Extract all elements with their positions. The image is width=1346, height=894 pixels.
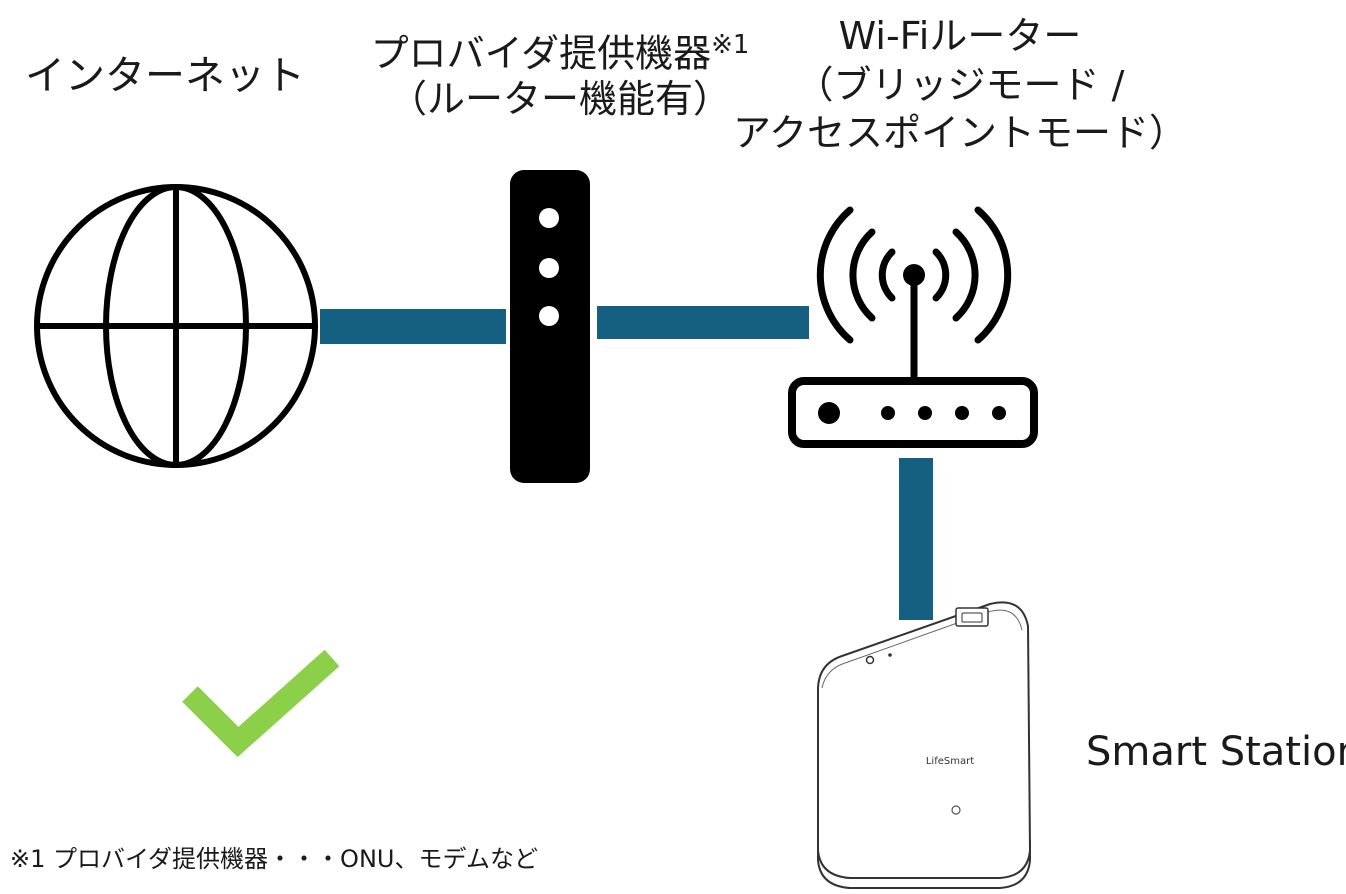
modem-icon [510, 170, 590, 483]
provider-device-label: プロバイダ提供機器※1 （ルーター機能有） [350, 30, 770, 123]
footnote: ※1 プロバイダ提供機器・・・ONU、モデムなど [10, 845, 538, 873]
smart-station-label: Smart Station [1086, 729, 1346, 775]
wifi-router-label: Wi-Fiルーター （ブリッジモード / アクセスポイントモード） [720, 12, 1200, 158]
footnote-mark: ※1 [711, 30, 750, 60]
check-icon [182, 649, 340, 758]
provider-label-line1: プロバイダ提供機器※1 [370, 30, 750, 76]
smart-station-device: LifeSmart [817, 601, 1032, 889]
connection-provider-router [597, 306, 809, 339]
device-brand-label: LifeSmart [926, 756, 974, 767]
connection-router-station [899, 458, 933, 620]
wifi-label-line3: アクセスポイントモード） [732, 111, 1188, 156]
connection-internet-provider [320, 309, 506, 344]
globe-icon [34, 184, 318, 468]
wifi-router-icon [788, 206, 1038, 448]
provider-label-line2: （ルーター機能有） [388, 77, 731, 122]
wifi-label-line1: Wi-Fiルーター [838, 14, 1082, 58]
internet-label: インターネット [25, 53, 305, 99]
wifi-label-line2: （ブリッジモード / [795, 62, 1125, 107]
